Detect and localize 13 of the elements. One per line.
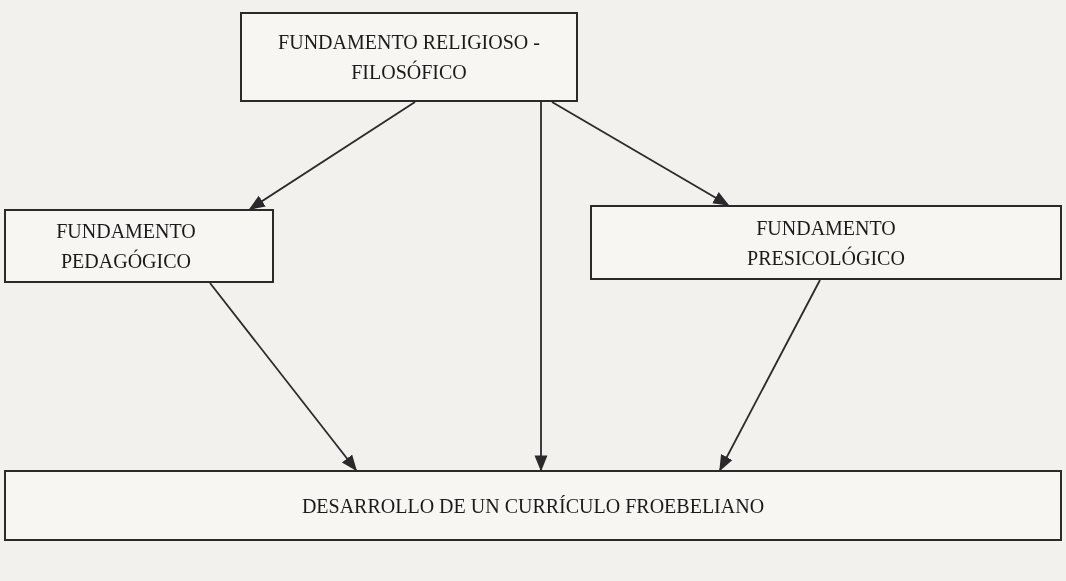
arrow	[209, 282, 357, 472]
arrow	[248, 101, 416, 210]
arrow	[551, 101, 730, 206]
process-box	[4, 209, 274, 283]
arrow	[534, 101, 548, 472]
box-label: FUNDAMENTO PEDAGÓGICO	[55, 219, 197, 274]
process-box	[4, 470, 1062, 541]
box-label: FUNDAMENTO RELIGIOSO - FILOSÓFICO	[278, 30, 540, 85]
process-box	[240, 12, 578, 102]
box-label: DESARROLLO DE UN CURRÍCULO FROEBELIANO	[300, 493, 766, 519]
arrow	[719, 279, 821, 472]
box-label: FUNDAMENTO PRESICOLÓGICO	[746, 215, 906, 271]
process-box	[590, 205, 1062, 280]
